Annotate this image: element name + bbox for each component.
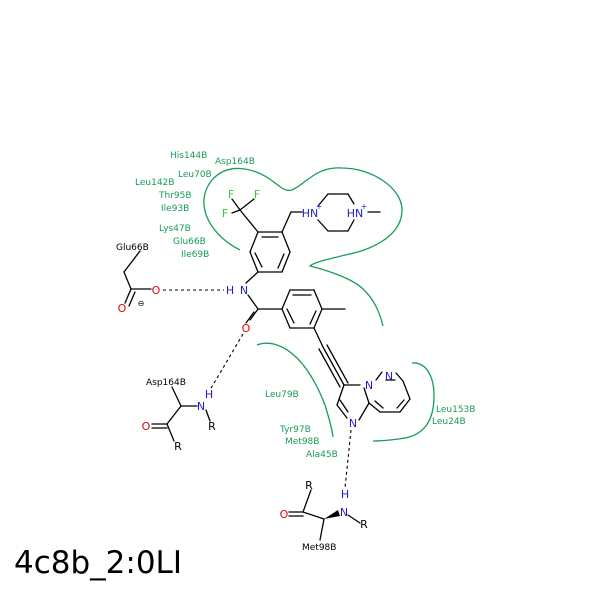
fluorine-atom-2: F (254, 188, 260, 201)
asp164-r-1: R (208, 420, 216, 433)
asp164-o: O (142, 420, 151, 433)
residue-leu24: Leu24B (432, 417, 466, 427)
hbond-amide-o-asp164 (209, 333, 244, 391)
met98-backbone (288, 489, 361, 541)
residue-leu142: Leu142B (135, 178, 174, 188)
pocket-outline-left (256, 342, 334, 438)
amide-o: O (242, 322, 251, 335)
fluorine-atom-3: F (222, 207, 228, 220)
pyridazine-n-bridgehead: N (365, 379, 373, 392)
label-met98: Met98B (302, 543, 336, 553)
charge-plus-1: + (316, 202, 323, 211)
charge-minus: ⊖ (138, 299, 145, 308)
residue-ile69: Ile69B (181, 250, 209, 260)
met98-n: N (340, 506, 348, 519)
amide-h: H (226, 284, 234, 297)
charge-plus-2: + (361, 202, 368, 211)
asp164-r-2: R (174, 440, 182, 453)
pocket-outlines (203, 167, 435, 442)
pyridazine-n: N (385, 370, 393, 383)
met98-r-2: R (360, 518, 368, 531)
asp164-n: N (197, 400, 205, 413)
label-glu66: Glu66B (116, 243, 149, 253)
hydrogen-bonds (163, 289, 352, 489)
piperazine-nh-2: HN (347, 207, 364, 220)
residue-asp164: Asp164B (215, 157, 255, 167)
residue-his144: His144B (170, 151, 207, 161)
met98-h: H (341, 488, 349, 501)
residue-labels-black: Glu66B Asp164B Met98B (116, 243, 336, 553)
asp164-backbone (151, 386, 211, 442)
atom-labels: F F F HN + HN + H N O N N N O O ⊖ H N O … (118, 188, 393, 531)
hbond-imidazole-met98 (344, 429, 352, 489)
residue-lys47: Lys47B (159, 224, 191, 234)
asp164-h: H (205, 388, 213, 401)
piperazine-nh-1: HN (302, 207, 319, 220)
glu66-sidechain (123, 250, 152, 307)
met98-r-1: R (305, 479, 313, 492)
residue-tyr97: Tyr97B (279, 425, 311, 435)
residue-ile93: Ile93B (161, 204, 189, 214)
pocket-outline-right (372, 362, 435, 442)
residue-leu153: Leu153B (436, 405, 475, 415)
residue-met98: Met98B (285, 437, 319, 447)
glu66-o-2: O (118, 302, 127, 315)
residue-glu66: Glu66B (173, 237, 206, 247)
diagram-caption: 4c8b_2:0LI (14, 545, 182, 581)
amide-n: N (240, 284, 248, 297)
imidazole-n: N (349, 417, 357, 430)
residue-labels-pocket: His144B Asp164B Leu70B Leu142B Thr95B Il… (135, 151, 475, 460)
residue-ala45: Ala45B (306, 450, 338, 460)
glu66-o-1: O (152, 284, 161, 297)
label-asp164: Asp164B (146, 378, 186, 388)
fluorine-atom-1: F (228, 188, 234, 201)
residue-leu70: Leu70B (178, 170, 212, 180)
met98-o: O (280, 508, 289, 521)
residue-leu79: Leu79B (265, 390, 299, 400)
residue-thr95: Thr95B (158, 191, 192, 201)
ligand-bonds (231, 193, 411, 421)
pocket-outline-upper (203, 167, 403, 327)
